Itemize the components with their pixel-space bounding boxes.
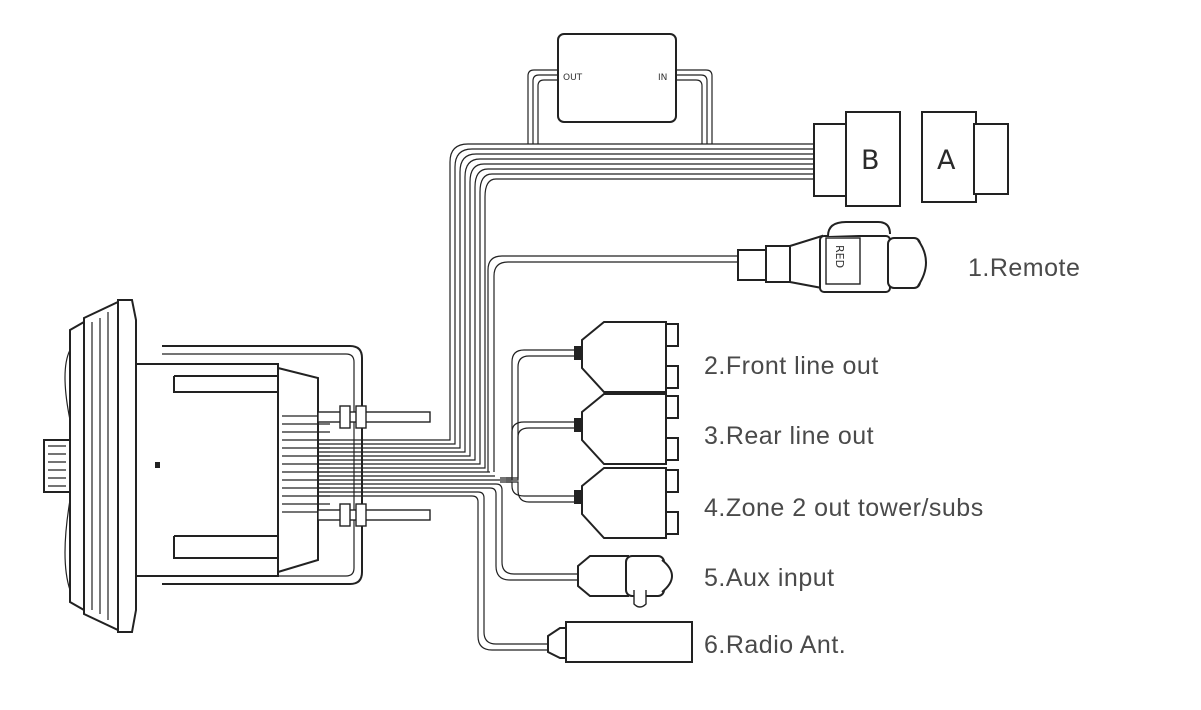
- rca-rear: [500, 393, 679, 481]
- labels: 1.Remote 2.Front line out 3.Rear line ou…: [704, 254, 1080, 659]
- label-aux-input: 5.Aux input: [704, 564, 835, 592]
- remote-red-tag: RED: [833, 245, 846, 268]
- connector-a-label: A: [937, 145, 956, 176]
- filter-in-label: IN: [658, 73, 667, 83]
- filter-out-label: OUT: [563, 73, 583, 83]
- rca-zone2: [500, 467, 679, 539]
- label-radio-ant: 6.Radio Ant.: [704, 631, 846, 659]
- remote-connector: RED: [487, 221, 927, 472]
- connector-b-label: B: [861, 145, 880, 176]
- head-unit: [43, 299, 431, 633]
- label-front-line-out: 2.Front line out: [704, 352, 879, 380]
- label-rear-line-out: 3.Rear line out: [704, 422, 874, 450]
- label-zone2-out: 4.Zone 2 out tower/subs: [704, 494, 984, 522]
- harness-connectors: B A: [813, 111, 1009, 207]
- aux-input-connector: [318, 483, 673, 608]
- radio-antenna-connector: [318, 491, 693, 663]
- wire-bundle: [318, 143, 820, 481]
- label-remote: 1.Remote: [968, 254, 1080, 282]
- filter-box: OUT IN: [527, 33, 713, 144]
- rca-front: [500, 321, 679, 479]
